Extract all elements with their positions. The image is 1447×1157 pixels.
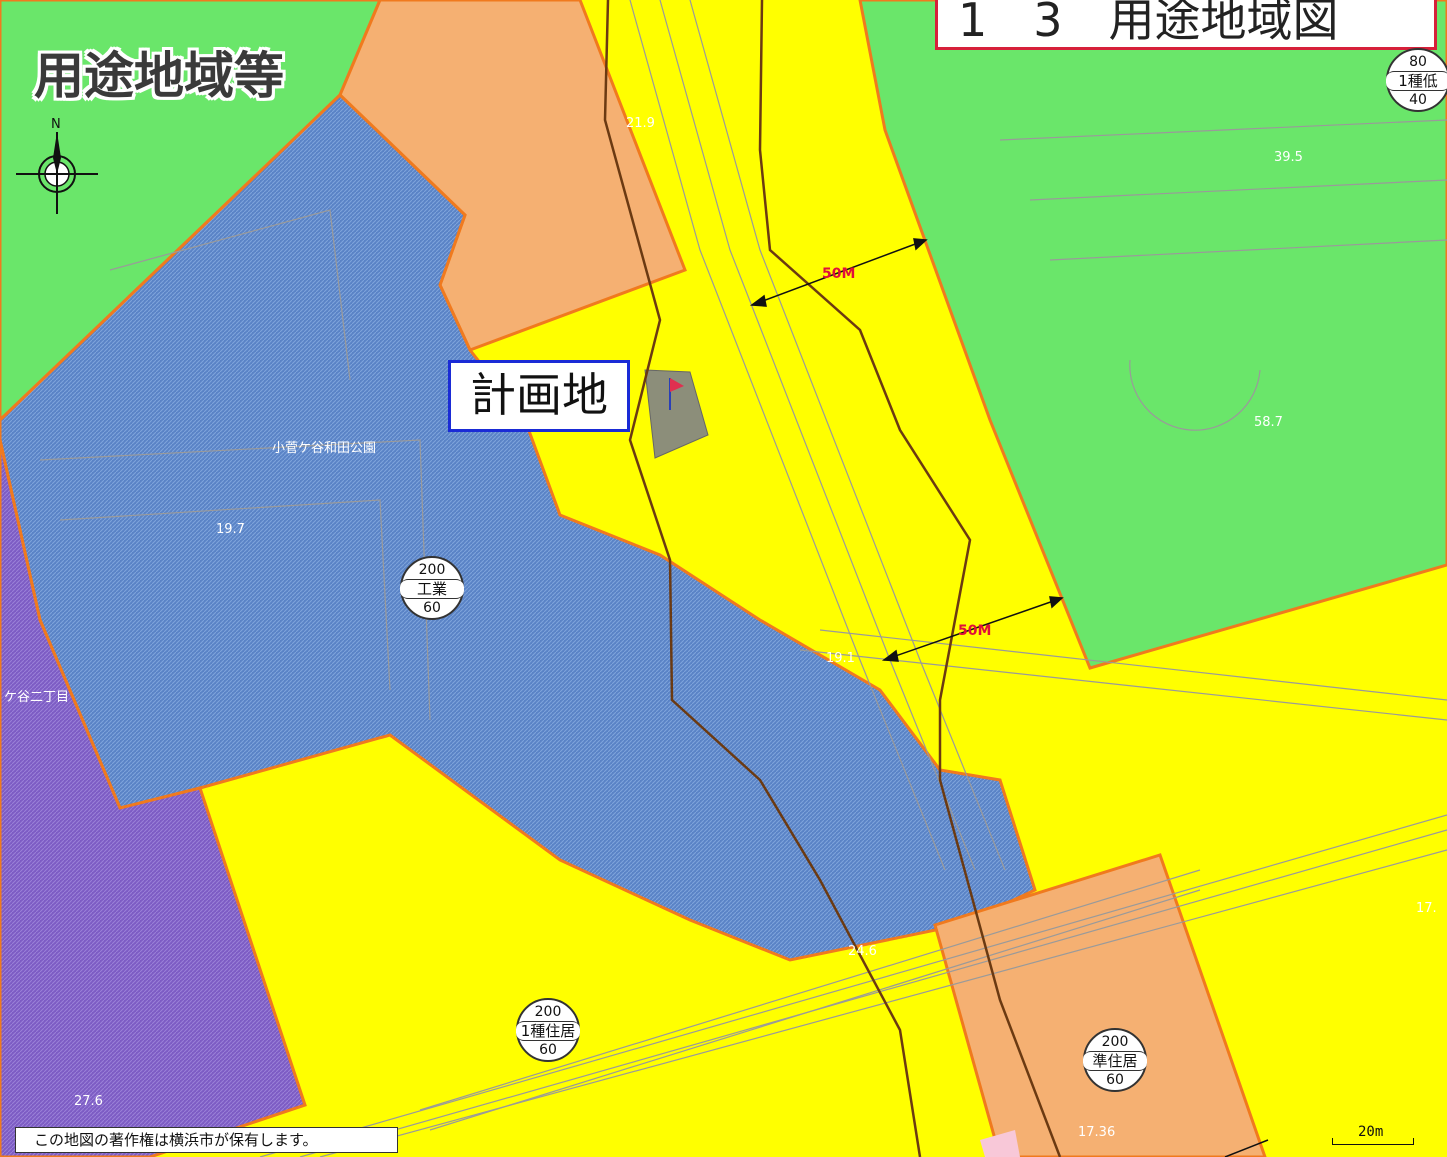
site-parcel [644,369,709,459]
elevation-label: 17. [1416,901,1437,916]
svg-text:N: N [51,117,61,132]
scale-bar: 20m [1328,1124,1438,1150]
purple-zone [0,439,307,1157]
site-label: 計画地 [448,360,630,432]
elevation-label: 27.6 [74,1094,103,1109]
map-title: 用途地域等 [34,47,284,105]
north-arrow-icon: N [16,117,98,214]
scale-label: 20m [1358,1124,1384,1140]
distance-arrows [749,238,1269,1157]
route-line-left [603,0,922,1157]
zone-badge: 200 1種住居 60 [516,998,580,1062]
elevation-label: 39.5 [1274,150,1303,165]
pink-zone [980,1130,1020,1157]
elevation-label: 58.7 [1254,415,1283,430]
elevation-label: 19.1 [826,651,855,666]
park-label: 小菅ケ谷和田公園 [272,441,377,456]
district-label: ケ谷二丁目 [4,690,70,705]
scale-bar-line [1332,1138,1414,1145]
orange-zone-bottom [933,853,1267,1157]
elevation-label: 19.7 [216,522,245,537]
green-zone-right [858,0,1447,670]
elevation-label: 24.6 [848,944,877,959]
copyright-notice: この地図の著作権は横浜市が保有します。 [15,1127,398,1153]
route-line-right [758,0,1062,1157]
zone-badge: 80 1種低 40 [1386,48,1447,112]
site-flag [670,378,684,392]
section-heading: 1 3 用途地域図 [935,0,1437,50]
distance-label: 50M [958,623,992,639]
elevation-label: 21.9 [626,116,655,131]
zone-badge: 200 準住居 60 [1083,1028,1147,1092]
distance-label: 50M [822,266,856,282]
elevation-label: 17.36 [1078,1125,1116,1140]
zone-badge: 200 工業 60 [400,556,464,620]
road-lines [39,0,1447,1157]
